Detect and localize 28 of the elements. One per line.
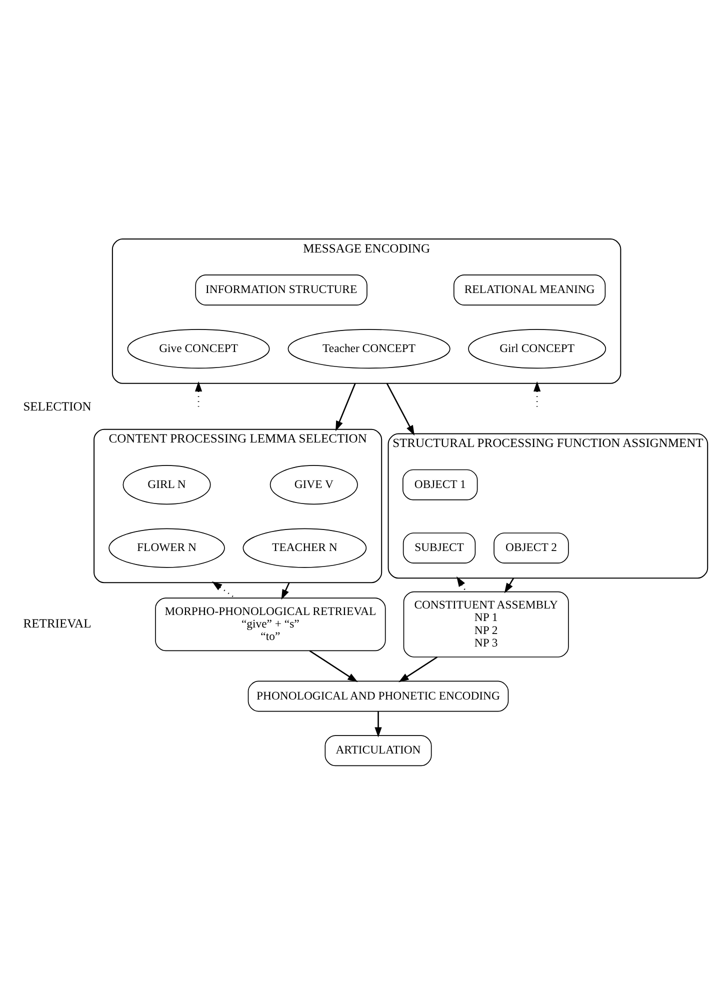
node-box: RELATIONAL MEANING (453, 274, 606, 305)
arrow (374, 711, 382, 737)
label: RETRIEVAL (23, 616, 92, 630)
node-ellipse: FLOWER N (108, 528, 225, 568)
label: SELECTION (23, 399, 92, 414)
node-ellipse: Teacher CONCEPT (288, 328, 450, 368)
node-box: OBJECT 2 (494, 532, 569, 564)
node-box: OBJECT 1 (402, 468, 478, 500)
node-box: CONSTITUENT ASSEMBLY NP 1 NP 2 NP 3 (403, 590, 569, 657)
node-ellipse: Give CONCEPT (127, 328, 270, 368)
arrow (336, 382, 356, 431)
node-box: MORPHO-PHONOLOGICAL RETRIEVAL “give” + “s” “to” (155, 597, 386, 651)
arrow (309, 650, 358, 682)
arrow (504, 577, 514, 593)
arrow (386, 382, 415, 436)
node-ellipse: GIRL N (122, 464, 211, 504)
arrow (281, 582, 290, 600)
node-box: INFORMATION STRUCTURE (195, 274, 368, 305)
arrow (398, 656, 438, 682)
arrow (534, 380, 541, 406)
node-box: ARTICULATION (324, 734, 432, 766)
node-ellipse: GIVE V (270, 464, 358, 504)
node-box: SUBJECT (402, 532, 476, 564)
node-ellipse: Girl CONCEPT (468, 328, 606, 368)
arrow (194, 380, 202, 406)
node-ellipse: TEACHER N (242, 528, 367, 568)
node-box: PHONOLOGICAL AND PHONETIC ENCODING (248, 680, 509, 712)
arrow (212, 580, 236, 598)
